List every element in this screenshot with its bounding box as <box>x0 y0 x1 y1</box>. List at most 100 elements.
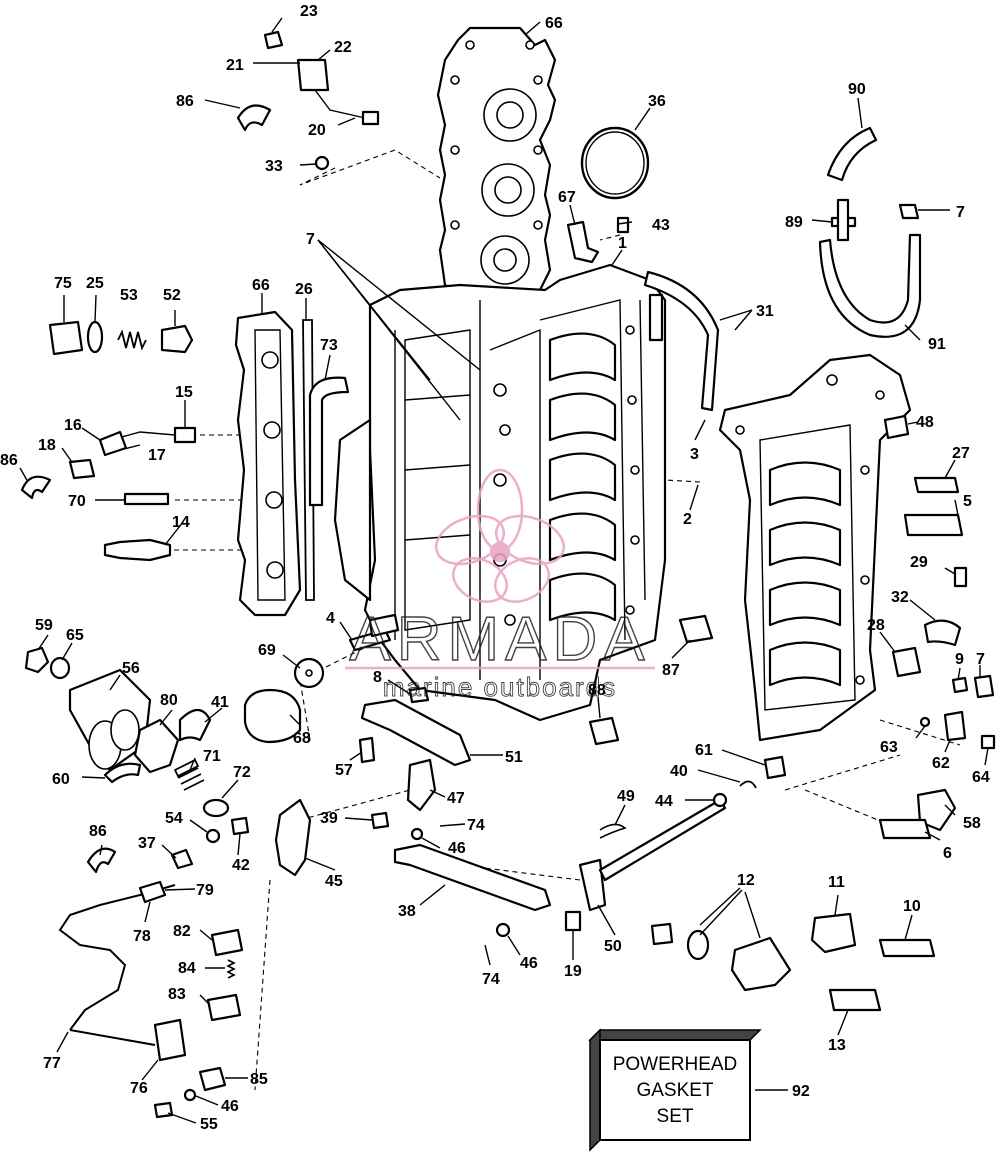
callout-49: 49 <box>617 788 635 805</box>
callout-21: 21 <box>226 57 244 74</box>
bolt-10 <box>878 938 936 958</box>
wire-78 <box>58 884 176 1031</box>
o-ring-65 <box>49 656 71 680</box>
gasket-box-line-1: POWERHEAD <box>613 1054 738 1075</box>
spring-53 <box>117 329 147 351</box>
thermostat-71 <box>173 758 205 791</box>
bolt-27 <box>913 476 960 494</box>
callout-46: 46 <box>448 840 466 857</box>
thermostat-housing-56 <box>68 668 152 772</box>
callout-63: 63 <box>880 739 898 756</box>
callout-3: 3 <box>690 446 699 463</box>
callout-45: 45 <box>325 873 343 890</box>
washer-44 <box>712 792 728 808</box>
callout-5: 5 <box>963 493 972 510</box>
screw-29 <box>953 566 968 588</box>
callout-labels: 23 21 22 86 20 66 36 33 90 7 67 43 89 7 … <box>0 3 990 1133</box>
bolt-70 <box>123 492 170 506</box>
callout-15: 15 <box>175 384 193 401</box>
callout-82: 82 <box>173 923 191 940</box>
switch-76 <box>153 1018 187 1062</box>
callout-64: 64 <box>972 769 990 786</box>
callout-89: 89 <box>785 214 803 231</box>
callout-83: 83 <box>168 986 186 1003</box>
washer-25 <box>86 320 104 354</box>
screw-64 <box>980 734 996 750</box>
valve-85 <box>198 1066 227 1092</box>
mount-11 <box>810 912 857 954</box>
callout-86: 86 <box>0 452 18 469</box>
sensor-52 <box>160 324 194 354</box>
arm-51 <box>360 698 472 767</box>
callout-16: 16 <box>64 417 82 434</box>
spark-plug-14 <box>103 538 172 562</box>
callout-58: 58 <box>963 815 981 832</box>
clamp-41 <box>178 708 212 742</box>
callout-36: 36 <box>648 93 666 110</box>
callout-87: 87 <box>662 662 680 679</box>
fitting-48 <box>883 414 910 440</box>
clip-23 <box>263 30 284 50</box>
hidden-lines <box>165 149 961 1091</box>
gasket-box-side <box>589 1028 601 1152</box>
washer-46-bottom <box>183 1088 197 1102</box>
screw-43 <box>616 216 630 234</box>
cap-61 <box>763 755 787 780</box>
callout-46: 46 <box>520 955 538 972</box>
callout-65: 65 <box>66 627 84 644</box>
wire-20 <box>314 89 366 119</box>
lever-50 <box>578 858 607 912</box>
callout-17: 17 <box>148 447 166 464</box>
washer-46-center <box>410 827 424 841</box>
clip-82 <box>210 928 244 957</box>
callout-19: 19 <box>564 963 582 980</box>
link-38 <box>393 843 552 912</box>
elbow-7-top <box>898 203 920 220</box>
gasket-26 <box>302 319 315 601</box>
gasket-set-box: POWERHEAD GASKET SET <box>588 1028 762 1152</box>
callout-77: 77 <box>43 1055 61 1072</box>
callout-80: 80 <box>160 692 178 709</box>
callout-28: 28 <box>867 617 885 634</box>
grommet-68 <box>243 688 302 744</box>
callout-91: 91 <box>928 336 946 353</box>
callout-61: 61 <box>695 742 713 759</box>
bolt-6 <box>878 818 932 840</box>
hose-31 <box>643 270 720 412</box>
solenoid-12 <box>730 936 792 992</box>
callout-57: 57 <box>335 762 353 779</box>
valve-28 <box>891 646 922 678</box>
callout-13: 13 <box>828 1037 846 1054</box>
callout-7: 7 <box>306 231 315 248</box>
callout-26: 26 <box>295 281 313 298</box>
callout-7: 7 <box>956 204 965 221</box>
bracket-58 <box>916 788 957 832</box>
bolt-13 <box>828 988 882 1012</box>
exhaust-cover-left <box>234 310 302 617</box>
callout-46: 46 <box>221 1098 239 1115</box>
callout-56: 56 <box>122 660 140 677</box>
hose-60 <box>103 762 142 784</box>
gasket-box-line-3: SET <box>657 1106 694 1127</box>
callout-39: 39 <box>320 810 338 827</box>
washer-63 <box>919 716 931 728</box>
hose-90 <box>826 126 878 182</box>
callout-50: 50 <box>604 938 622 955</box>
callout-72: 72 <box>233 764 251 781</box>
washer-54 <box>205 828 221 844</box>
armada-watermark: ARMADA marine outboards <box>345 468 655 702</box>
gasket-box-line-2: GASKET <box>636 1080 713 1101</box>
callout-42: 42 <box>232 857 250 874</box>
callout-20: 20 <box>308 122 326 139</box>
callout-78: 78 <box>133 928 151 945</box>
fitting-37 <box>170 848 194 870</box>
watermark-subtitle: marine outboards <box>383 672 617 702</box>
clip-83 <box>206 993 242 1022</box>
callout-92: 92 <box>792 1083 810 1100</box>
callout-14: 14 <box>172 514 190 531</box>
callout-52: 52 <box>163 287 181 304</box>
callout-75: 75 <box>54 275 72 292</box>
callout-29: 29 <box>910 554 928 571</box>
callout-67: 67 <box>558 189 576 206</box>
callout-60: 60 <box>52 771 70 788</box>
